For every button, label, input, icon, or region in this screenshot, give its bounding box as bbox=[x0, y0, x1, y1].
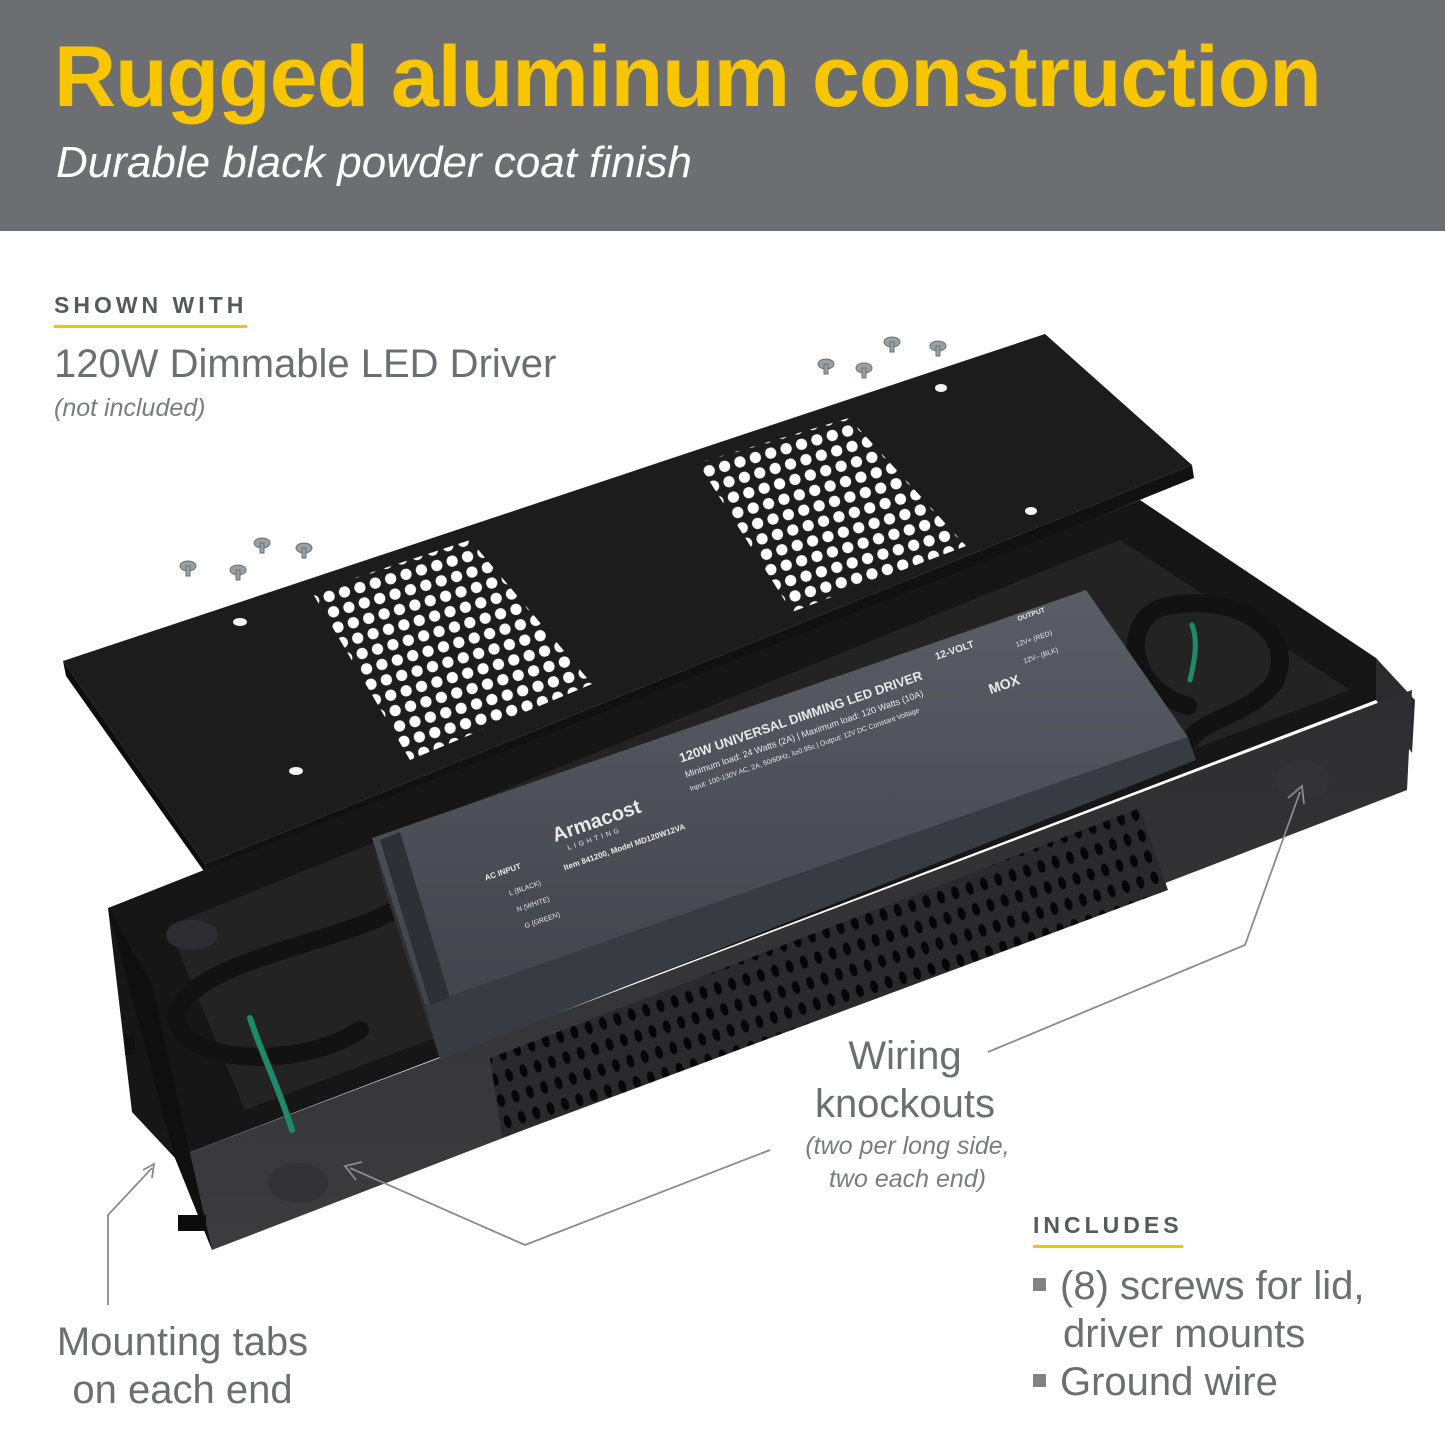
includes-item-ground-wire-text: Ground wire bbox=[1060, 1360, 1278, 1404]
knockout-left bbox=[268, 1163, 328, 1203]
includes-item-ground-wire: Ground wire bbox=[1033, 1358, 1278, 1406]
shown-with-eyebrow: SHOWN WITH bbox=[54, 292, 248, 328]
screw-icon bbox=[229, 564, 247, 581]
callout-knockouts-line2: knockouts bbox=[814, 1082, 996, 1126]
callout-knockouts-line1: Wiring bbox=[848, 1034, 962, 1078]
pointer-knockout-right bbox=[987, 791, 1301, 1053]
includes-item-screws-line2: driver mounts bbox=[1063, 1312, 1306, 1356]
shown-with-product: 120W Dimmable LED Driver bbox=[54, 342, 557, 386]
screw-icon bbox=[883, 336, 901, 353]
shown-with-note: (not included) bbox=[54, 394, 206, 422]
screw-icon bbox=[295, 542, 313, 559]
includes-item-screws-text: (8) screws for lid, bbox=[1060, 1264, 1365, 1308]
lid-vent-right bbox=[698, 418, 966, 612]
page-subtitle: Durable black powder coat finish bbox=[56, 138, 692, 187]
side-vents bbox=[490, 808, 1168, 1138]
bullet-square-icon bbox=[1033, 1277, 1046, 1291]
arrow-head-icon bbox=[142, 1162, 156, 1179]
screw-icon bbox=[817, 358, 835, 375]
header-banner bbox=[0, 0, 1445, 231]
callout-knockouts-note1: (two per long side, bbox=[805, 1132, 1010, 1160]
product-illustration: Armacost LIGHTING 120W UNIVERSAL DIMMING… bbox=[63, 334, 1415, 1305]
screw-icon bbox=[855, 362, 873, 379]
pointer-knockout-left bbox=[349, 1149, 771, 1246]
screw-icon bbox=[179, 560, 197, 577]
callout-knockouts-note2: two each end) bbox=[828, 1165, 987, 1193]
page-title: Rugged aluminum construction bbox=[54, 29, 1322, 125]
callout-tabs-line1: Mounting tabs bbox=[56, 1320, 309, 1364]
callout-tabs-line2: on each end bbox=[72, 1368, 293, 1412]
arrow-head-icon bbox=[343, 1161, 363, 1181]
lid-vent-left bbox=[312, 540, 592, 760]
lid-screws bbox=[179, 336, 947, 581]
includes-eyebrow: INCLUDES bbox=[1033, 1212, 1183, 1248]
includes-item-screws: (8) screws for lid, bbox=[1033, 1262, 1365, 1310]
arrow-head-icon bbox=[1287, 784, 1305, 805]
screw-icon bbox=[253, 537, 271, 554]
screw-icon bbox=[929, 340, 947, 357]
bullet-square-icon bbox=[1033, 1373, 1046, 1387]
wires bbox=[168, 594, 1289, 1133]
led-driver: Armacost LIGHTING 120W UNIVERSAL DIMMING… bbox=[372, 590, 1196, 1060]
pointer-mounting-tab bbox=[107, 1167, 153, 1305]
knockout-right bbox=[1277, 760, 1329, 800]
pointer-lines bbox=[107, 784, 1305, 1305]
